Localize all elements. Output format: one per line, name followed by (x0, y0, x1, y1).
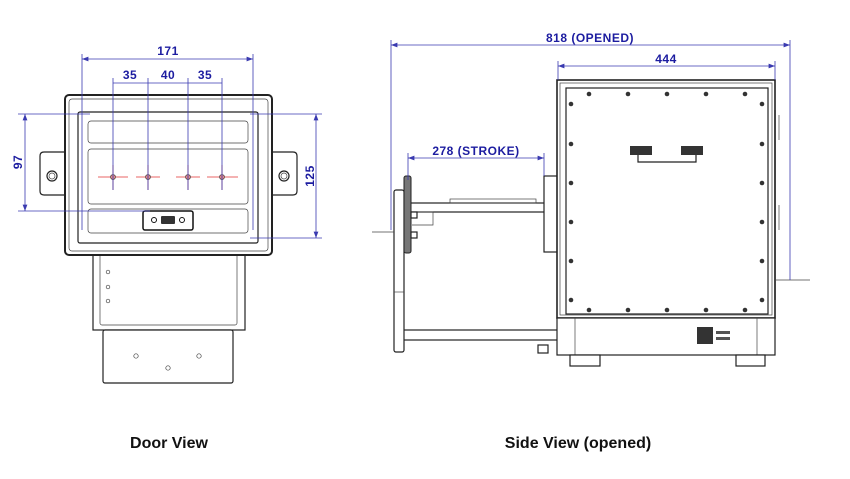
dim-171: 171 (157, 44, 179, 58)
cabinet-body (556, 79, 776, 319)
mounting-plate (102, 329, 234, 384)
door-panel (77, 111, 259, 244)
dim-35-left: 35 (123, 68, 137, 82)
upper-slide-rail (409, 202, 547, 213)
left-ear-hole (46, 170, 58, 182)
lower-plate (92, 253, 246, 331)
door-flange (403, 175, 412, 254)
left-foot (569, 354, 601, 367)
dim-35-right: 35 (198, 68, 212, 82)
dim-818-opened: 818 (OPENED) (546, 31, 634, 45)
cabinet-base (556, 317, 776, 356)
door-frame (64, 94, 273, 256)
side-view-drawing: 818 (OPENED) 444 278 (STROKE) (372, 31, 810, 367)
right-ear-hole (278, 170, 290, 182)
right-foot (735, 354, 766, 367)
right-mounting-ear (272, 151, 298, 196)
slide-block (543, 175, 559, 253)
door-view-caption: Door View (130, 435, 208, 452)
side-view-caption: Side View (opened) (504, 435, 652, 452)
lower-slide-rail (401, 329, 561, 341)
dim-40: 40 (161, 68, 175, 82)
dim-444: 444 (655, 52, 677, 66)
dim-125: 125 (303, 165, 317, 187)
carry-handle (630, 146, 703, 163)
dim-278-stroke: 278 (STROKE) (432, 144, 519, 158)
left-mounting-ear (39, 151, 65, 196)
dim-97: 97 (11, 155, 25, 169)
base-label-plate (697, 327, 713, 344)
door-view-drawing: 171 35 40 35 97 125 (11, 44, 322, 384)
cabinet-bolts (568, 91, 765, 313)
opened-door (393, 189, 405, 353)
